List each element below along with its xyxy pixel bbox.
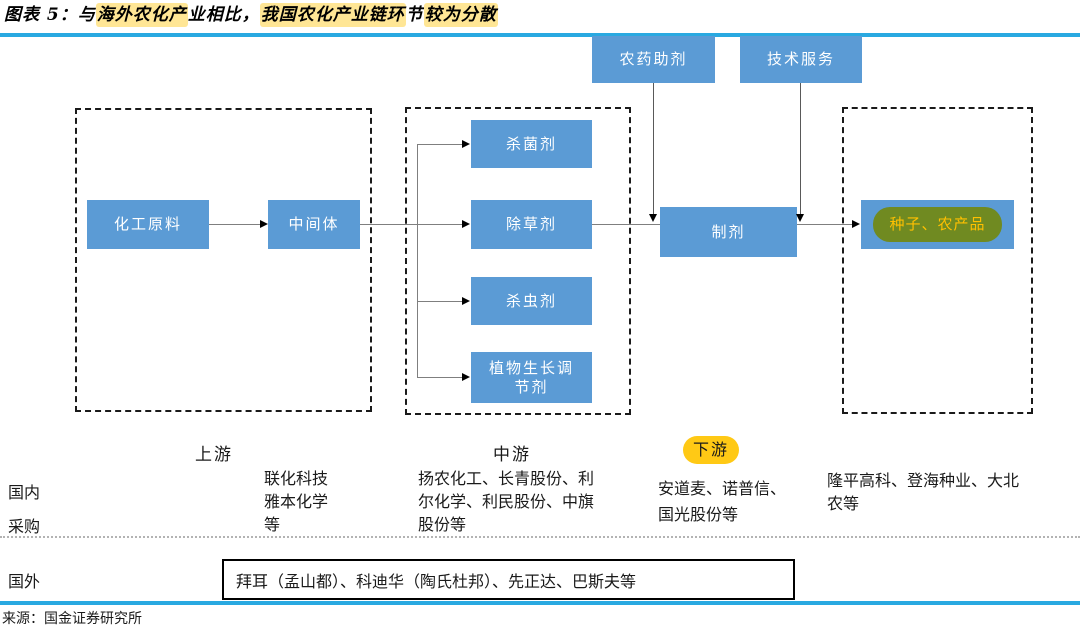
companies-upstream: 联化科技 雅本化学 等 [264,469,329,535]
connector-formulation-to-seeds [797,224,853,225]
companies-downstream-seeds: 隆平高科、登海种业、大北农等 [827,471,1020,514]
node-seeds-agri-products-box: 种子、农产品 [861,200,1014,249]
domestic-foreign-separator [0,536,1080,538]
companies-midstream: 扬农化工、长青股份、利尔化学、利民股份、中旗股份等 [418,469,595,535]
node-technical-service: 技术服务 [740,36,862,83]
title-highlight-3: 较为分散 [423,3,498,27]
companies-downstream-formulation: 安道麦、诺普信、国光股份等 [658,479,787,525]
label-procurement: 采购 [8,517,41,536]
bottom-divider-rule [0,601,1080,605]
title-highlight-1: 海外农化产 [95,3,188,27]
node-formulation: 制剂 [660,207,797,257]
arrowhead-to-herbicide [462,220,470,228]
title-part1: 图表 5：与 [4,5,96,25]
figure-title: 图表 5：与海外农化产业相比，我国农化产业链环节较为分散 [4,2,498,28]
downstream-group-frame [842,107,1033,414]
upstream-group-frame [75,108,372,412]
node-fungicide: 杀菌剂 [471,120,592,168]
arrowhead-to-pgr [462,373,470,381]
seeds-agri-products-pill: 种子、农产品 [873,207,1002,242]
connector-branch-to-pgr [417,377,463,378]
label-foreign: 国外 [8,572,41,591]
stage-label-downstream: 下游 [683,436,740,464]
node-intermediate: 中间体 [268,200,360,249]
title-part3: 节 [405,5,424,25]
arrowhead-raw-to-intermediate [260,220,268,228]
midstream-group-frame [405,107,631,415]
connector-branch-to-insecticide [417,301,463,302]
connector-herbicide-to-formulation [592,224,660,225]
arrowhead-adjuvant [649,214,657,222]
companies-foreign: 拜耳（孟山都）、科迪华（陶氏杜邦）、先正达、巴斯夫等 [236,571,637,591]
connector-techservice-to-formulation [800,83,801,215]
title-part2: 业相比， [187,5,260,25]
label-domestic: 国内 [8,483,41,502]
node-herbicide: 除草剂 [471,200,592,249]
arrowhead-to-seeds [852,220,860,228]
top-divider-rule [0,33,1080,37]
stage-label-upstream: 上游 [195,445,233,465]
node-insecticide: 杀虫剂 [471,277,592,325]
node-chemical-raw-material: 化工原料 [87,200,209,249]
connector-raw-to-intermediate [209,224,261,225]
title-highlight-2: 我国农化产业链环 [259,3,406,27]
arrowhead-to-fungicide [462,140,470,148]
node-plant-growth-regulator: 植物生长调节剂 [471,352,592,403]
node-pesticide-adjuvant: 农药助剂 [592,36,715,83]
connector-branch-to-fungicide [417,144,463,145]
arrowhead-to-insecticide [462,297,470,305]
connector-adjuvant-to-formulation [653,83,654,215]
source-note: 来源：国金证券研究所 [2,611,142,627]
arrowhead-techservice [796,214,804,222]
midstream-branch-line [417,144,418,377]
foreign-companies-box: 拜耳（孟山都）、科迪华（陶氏杜邦）、先正达、巴斯夫等 [222,559,795,600]
stage-label-midstream: 中游 [493,445,531,465]
connector-intermediate-to-herbicide [360,224,463,225]
